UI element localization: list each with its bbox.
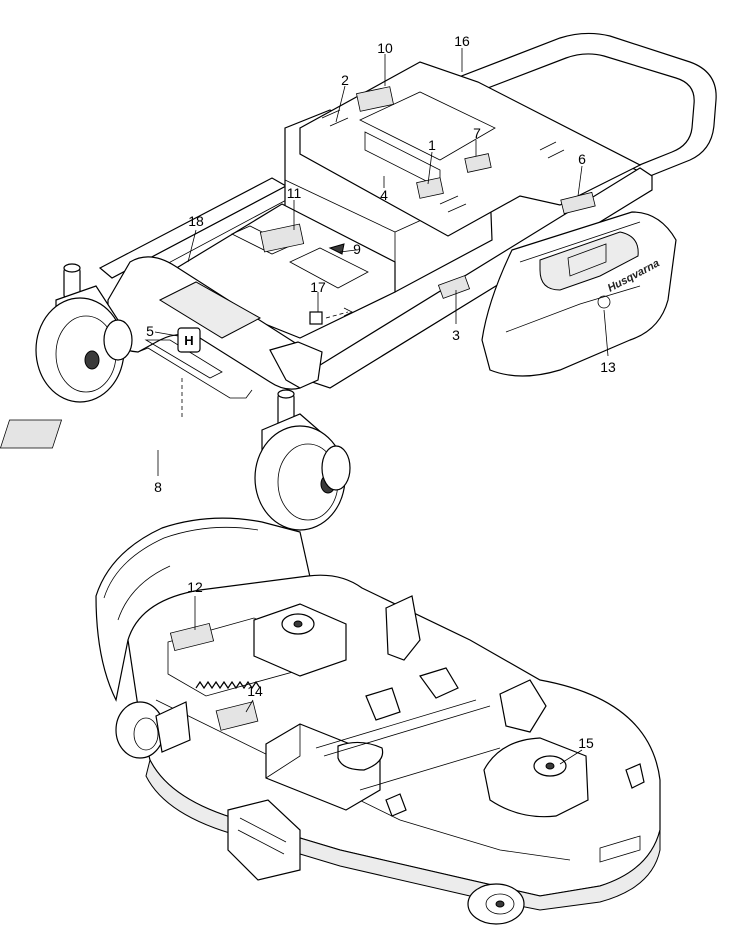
callout-15: 15 (578, 735, 594, 751)
leader-lines (154, 48, 609, 765)
callout-numbers: 1 2 3 4 5 6 7 8 9 10 11 12 13 14 15 16 1… (146, 33, 616, 751)
deck-left-wheel (115, 701, 191, 759)
front-logo-badge: H (177, 327, 201, 353)
mower-deck-assembly (95, 517, 661, 925)
decal-10 (356, 86, 394, 112)
deck-front-roller (227, 799, 301, 881)
callout-14: 14 (247, 683, 263, 699)
callout-5: 5 (146, 323, 154, 339)
callout-17: 17 (310, 279, 326, 295)
callout-2: 2 (341, 72, 349, 88)
callout-6: 6 (578, 151, 586, 167)
decal-12 (169, 622, 215, 652)
deck-right-wheel (467, 883, 525, 925)
callout-4: 4 (380, 187, 388, 203)
left-pulley-bracket (253, 603, 347, 677)
chassis-assembly: H (0, 32, 717, 531)
left-caster-wheel (35, 263, 133, 403)
callout-10: 10 (377, 40, 393, 56)
callout-12: 12 (187, 579, 203, 595)
tension-spring (195, 680, 261, 690)
callout-11: 11 (287, 185, 302, 201)
right-caster-wheel (254, 389, 351, 531)
svg-text:H: H (184, 333, 193, 348)
callout-1: 1 (428, 137, 436, 153)
callout-13: 13 (600, 359, 616, 375)
callout-16: 16 (454, 33, 470, 49)
side-cover: Husqvarna (481, 211, 677, 377)
husqvarna-crown-h-icon (597, 295, 611, 309)
decal-17 (309, 311, 323, 325)
callout-3: 3 (452, 327, 460, 343)
right-spindle-housing (483, 737, 589, 818)
callout-9: 9 (353, 241, 361, 257)
callout-8: 8 (154, 479, 162, 495)
callout-7: 7 (473, 125, 481, 141)
decal-6 (560, 191, 596, 215)
callout-18: 18 (188, 213, 204, 229)
decal-8 (0, 419, 63, 449)
decal-11 (259, 223, 305, 253)
decal-7 (464, 153, 492, 173)
